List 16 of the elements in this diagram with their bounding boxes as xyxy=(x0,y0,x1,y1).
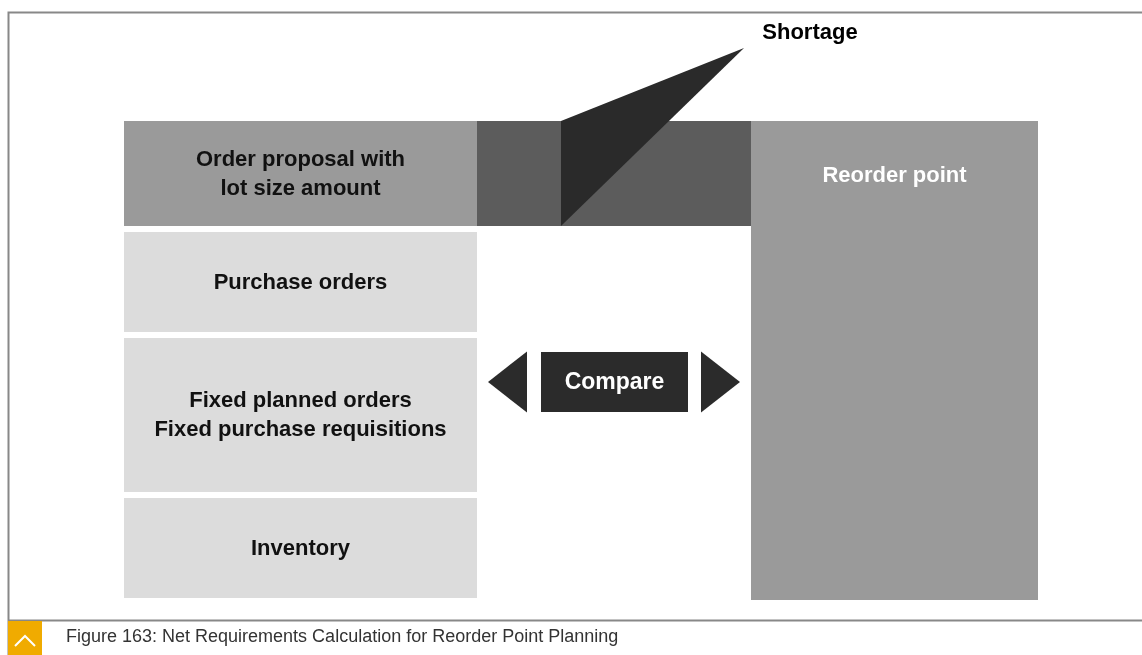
block-label: Inventory xyxy=(251,533,350,562)
compare-box xyxy=(541,352,688,412)
block-label: Fixed planned orders xyxy=(189,386,412,415)
block-label: Reorder point xyxy=(822,161,967,189)
block-label: Purchase orders xyxy=(213,267,388,296)
block-label: Compare xyxy=(564,367,665,397)
figure-caption: Figure 163: Net Requirements Calculation for Reorder Point Planning xyxy=(66,626,619,647)
order-proposal-block xyxy=(124,121,477,226)
inventory-block xyxy=(124,498,477,598)
block-label: Order proposal with lot size amount xyxy=(195,144,406,202)
shortage-label: Shortage xyxy=(762,17,858,46)
reorder-point-block xyxy=(751,121,1038,600)
leader-line xyxy=(561,48,744,226)
fixed-orders-block xyxy=(124,338,477,492)
block-label: Fixed purchase requisitions xyxy=(154,415,447,443)
purchase-orders-block xyxy=(124,232,477,332)
